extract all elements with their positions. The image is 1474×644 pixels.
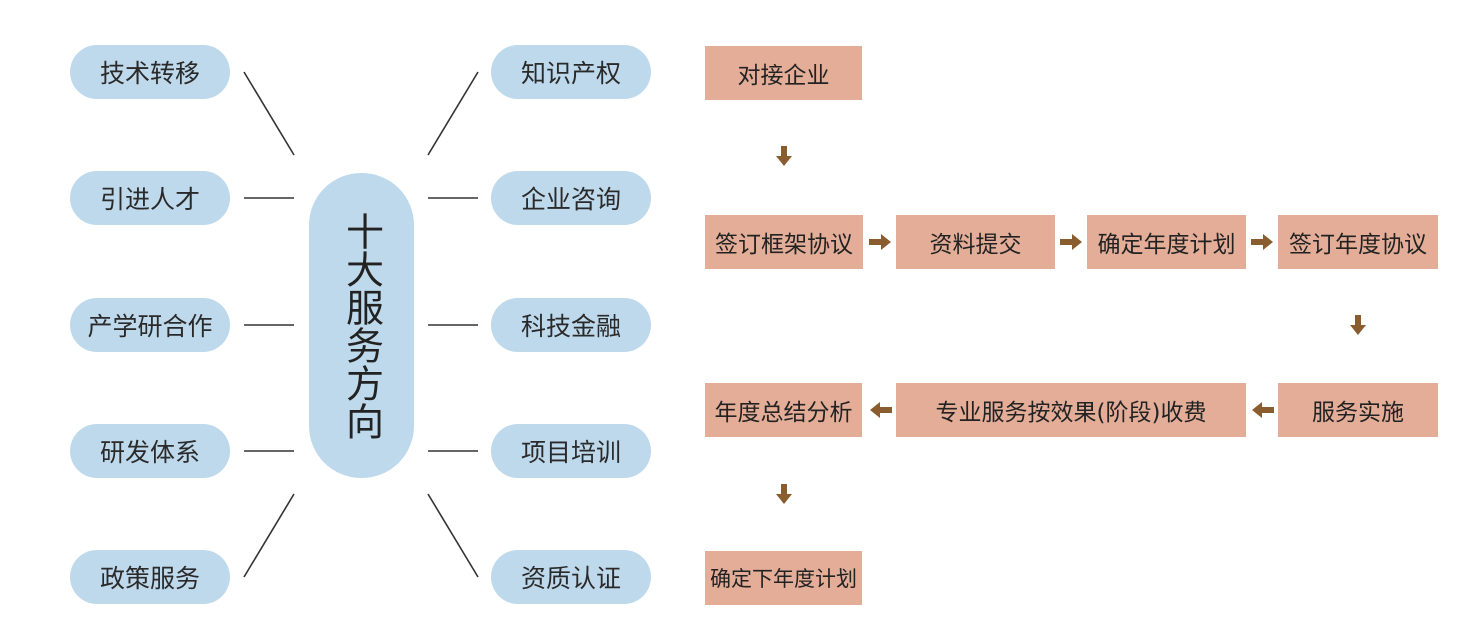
flow-step-framework: 签订框架协议 [705, 215, 863, 269]
arrow-right-2 [1060, 234, 1082, 250]
flow-step-connect: 对接企业 [705, 46, 862, 100]
left-item-2: 引进人才 [70, 171, 230, 225]
arrow-down-1 [776, 146, 792, 166]
connector-right-5 [427, 493, 479, 578]
left-item-5: 政策服务 [70, 550, 230, 604]
left-item-4: 研发体系 [70, 424, 230, 478]
arrow-down-3 [776, 484, 792, 504]
right-item-4: 项目培训 [491, 424, 651, 478]
arrow-right-3 [1251, 234, 1273, 250]
hub-node: 十大服务方向 [309, 173, 414, 478]
arrow-right-1 [869, 234, 891, 250]
flow-step-plan: 确定年度计划 [1087, 215, 1246, 269]
connector-right-1 [427, 71, 479, 156]
connector-left-1 [243, 71, 295, 156]
connector-left-5 [243, 493, 295, 578]
flow-step-charge: 专业服务按效果(阶段)收费 [896, 383, 1246, 437]
right-item-3: 科技金融 [491, 298, 651, 352]
flow-step-next-plan: 确定下年度计划 [705, 551, 862, 605]
arrow-left-1 [1252, 402, 1274, 418]
flow-step-annual-agreement: 签订年度协议 [1278, 215, 1438, 269]
arrow-left-2 [870, 402, 892, 418]
left-item-1: 技术转移 [70, 45, 230, 99]
left-item-3: 产学研合作 [70, 298, 230, 352]
right-item-1: 知识产权 [491, 45, 651, 99]
flow-step-summary: 年度总结分析 [705, 383, 862, 437]
hub-title: 十大服务方向 [339, 211, 384, 440]
arrow-down-2 [1350, 315, 1366, 335]
right-item-2: 企业咨询 [491, 171, 651, 225]
flow-step-submit: 资料提交 [896, 215, 1055, 269]
right-item-5: 资质认证 [491, 550, 651, 604]
flow-step-implement: 服务实施 [1278, 383, 1438, 437]
